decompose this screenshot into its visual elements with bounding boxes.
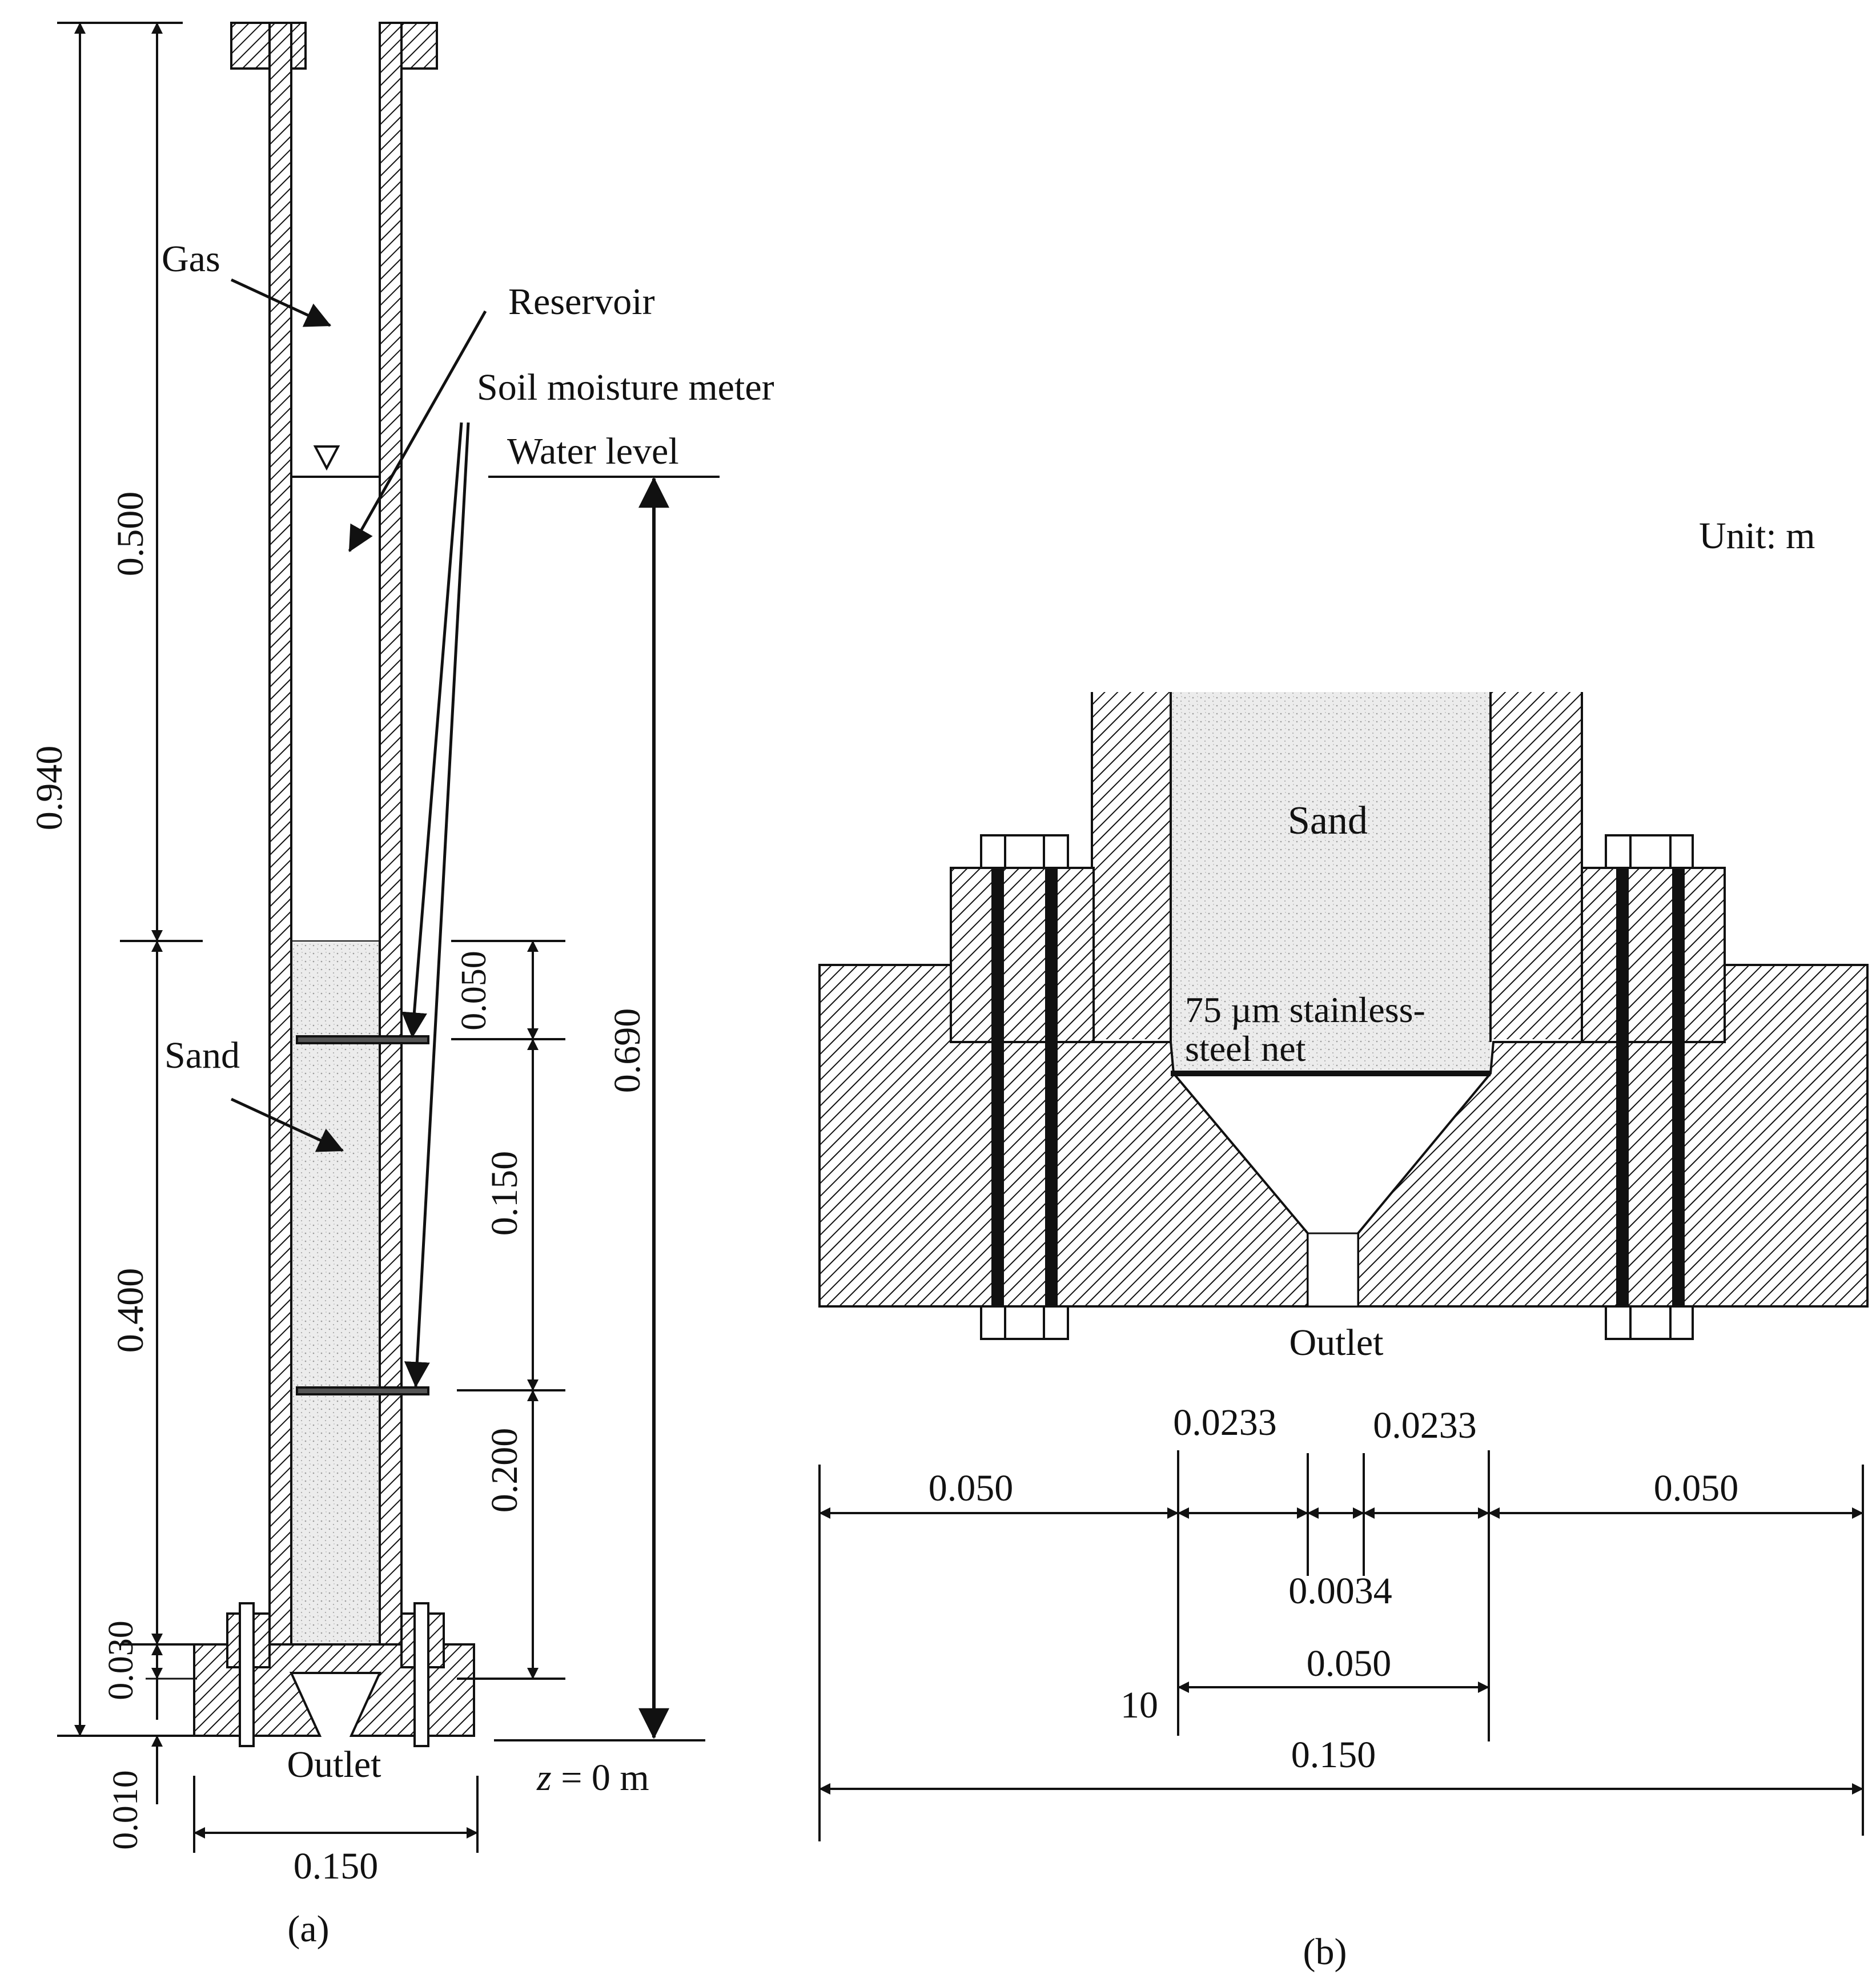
meter-arrow-upper — [401, 422, 463, 1039]
dim-inner-width: 0.050 — [1307, 1643, 1392, 1684]
meter-arrow-lower — [404, 422, 470, 1388]
panel-b-dimensions — [818, 1450, 1864, 1841]
unit-label: Unit: m — [1699, 515, 1815, 557]
sand-label-a: Sand — [164, 1035, 240, 1076]
caption-b: (b) — [1303, 1931, 1347, 1973]
outlet-label-b: Outlet — [1290, 1322, 1384, 1363]
net-label-line1: 75 µm stainless- — [1185, 990, 1425, 1030]
dim-sand-height: 0.400 — [110, 1268, 151, 1353]
dim-water-head: 0.690 — [606, 1008, 648, 1093]
datum-label: z = 0 m — [536, 1757, 649, 1799]
detail-sand — [1171, 692, 1491, 1073]
panel-a-dimensions — [57, 22, 720, 1853]
labels: Gas Reservoir Soil moisture meter Water … — [29, 238, 1815, 1973]
dim-cone-left: 0.0233 — [1173, 1402, 1277, 1443]
caption-a: (a) — [287, 1908, 329, 1950]
dim-cone-right: 0.0233 — [1373, 1405, 1477, 1446]
outlet-label-a: Outlet — [287, 1744, 381, 1785]
detail-bolt-right-b — [1672, 867, 1685, 1308]
column-wall-left — [268, 22, 292, 1657]
detail-outlet-throat — [1307, 1232, 1359, 1308]
sand-fill — [291, 941, 394, 1672]
sensor-upper — [296, 1035, 429, 1044]
column-wall-right — [379, 22, 403, 1657]
reservoir-arrow — [348, 310, 487, 552]
dim-flange-height: 0.030 — [102, 1620, 140, 1700]
panel-a-column — [193, 22, 475, 1747]
detail-nut-right-top — [1605, 834, 1694, 869]
reservoir-label: Reservoir — [508, 281, 655, 323]
dim-reservoir-height: 0.500 — [110, 492, 151, 577]
sensor-lower — [296, 1386, 429, 1395]
dim-meter-gap-top: 0.050 — [455, 951, 493, 1031]
bolt-left — [239, 1602, 255, 1747]
dim-total-height: 0.940 — [29, 746, 70, 831]
panel-a-leaders — [230, 278, 487, 1388]
dim-throat: 0.0034 — [1288, 1570, 1392, 1612]
dim-stray-mark: 10 — [1120, 1684, 1158, 1726]
soil-moisture-meter-label: Soil moisture meter — [477, 367, 774, 408]
panel-b-detail — [818, 692, 1869, 1340]
detail-bolt-left-a — [991, 867, 1004, 1308]
dim-meter-gap-mid: 0.150 — [484, 1151, 525, 1236]
dim-meter-gap-bottom: 0.200 — [484, 1428, 525, 1513]
detail-nut-right-bottom — [1605, 1305, 1694, 1340]
gas-arrow — [230, 278, 332, 327]
detail-flange-left — [950, 867, 1095, 1043]
dim-outlet-height: 0.010 — [106, 1770, 145, 1850]
bolt-right — [413, 1602, 429, 1747]
net-label-line2: steel net — [1185, 1028, 1306, 1069]
water-level-marker — [291, 445, 380, 478]
water-level-icon — [313, 445, 340, 471]
sand-label-b: Sand — [1288, 799, 1368, 843]
sand-arrow — [230, 1097, 344, 1152]
dim-total-width: 0.150 — [1291, 1734, 1376, 1776]
detail-nut-left-bottom — [980, 1305, 1069, 1340]
detail-bolt-left-b — [1045, 867, 1058, 1308]
dim-left-flange: 0.050 — [929, 1467, 1014, 1509]
detail-flange-right — [1581, 867, 1726, 1043]
detail-wall-left — [1092, 692, 1171, 1039]
dim-right-flange: 0.050 — [1654, 1467, 1739, 1509]
water-level-label: Water level — [507, 431, 679, 472]
detail-wall-right — [1491, 692, 1582, 1039]
dim-width-a: 0.150 — [294, 1845, 379, 1887]
detail-bolt-right-a — [1616, 867, 1629, 1308]
detail-nut-left-top — [980, 834, 1069, 869]
gas-label: Gas — [162, 238, 220, 280]
